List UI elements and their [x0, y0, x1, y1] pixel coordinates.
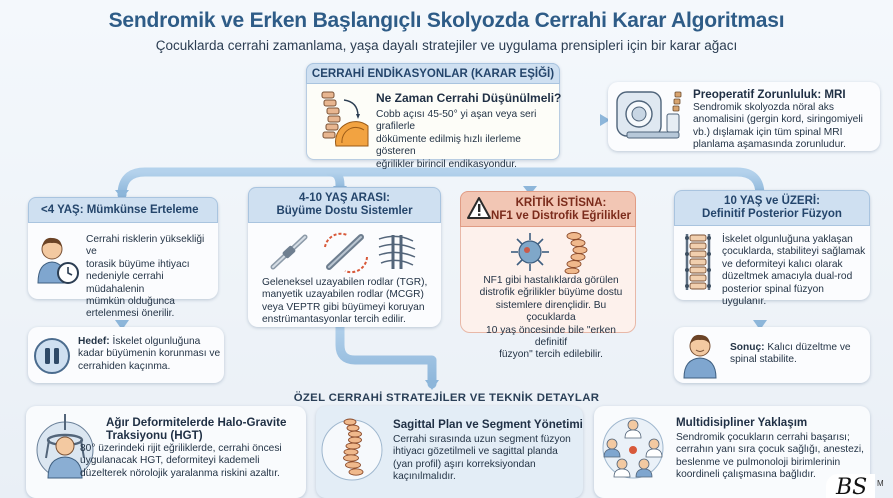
halo-body: 80° üzerindeki rijit eğriliklerde, cerra… [80, 443, 308, 480]
goal-body-line: cerrahiden kaçınma. [78, 360, 171, 372]
spine-protractor-icon [321, 91, 369, 147]
over10-body-line: çocuklarda, stabiliteyi sağlamak [722, 246, 866, 258]
mri-body-line: planlama aşamasında zorunludur. [693, 139, 846, 151]
strategies-section-title: ÖZEL CERRAHİ STRATEJİLER VE TEKNİK DETAY… [293, 392, 600, 404]
brand-logo-suffix: M [877, 479, 884, 488]
result-body-line: Kalıcı düzeltme ve [764, 342, 851, 353]
critical-body: NF1 gibi hastalıklarda görülen distrofik… [470, 275, 632, 362]
over10-body-line: ve deformiteyi kalıcı olarak [722, 258, 843, 270]
under4-body: Cerrahi risklerin yüksekliği ve torasik … [86, 234, 216, 321]
dystrophic-spine-icon [564, 232, 588, 274]
fused-spine-icon [685, 234, 711, 290]
over10-header-line2: Definitif Posterior Füzyon [702, 208, 842, 220]
under4-body-line: mümkün olduğunca [86, 296, 175, 308]
age4to10-header: 4-10 YAŞ ARASI: Büyüme Dostu Sistemler [248, 187, 441, 223]
age4to10-header-line2: Büyüme Dostu Sistemler [276, 205, 413, 217]
sagittal-body: Cerrahi sırasında uzun segment füzyon ih… [393, 434, 583, 484]
age4to10-body-line: manyetik uzayabilen rodlar (MCGR) [262, 289, 424, 301]
critical-body-line: 10 yaş öncesinde bile "erken definitif [486, 324, 616, 349]
threshold-body-line: eğrilikler birincil endikasyondur. [376, 158, 517, 170]
critical-body-line: distrofik eğrilikler büyüme dostu [479, 287, 623, 299]
multi-body-line: cerrahın yanı sıra çocuk sağlığı, aneste… [676, 444, 864, 456]
result-body-line: spinal stabilite. [730, 354, 797, 366]
brand-logo: BS [826, 474, 876, 498]
halo-traction-icon [36, 414, 94, 479]
result-label: Sonuç: [730, 342, 765, 353]
veptr-icon [378, 235, 416, 269]
result-body: Sonuç: Kalıcı düzeltme ve spinal stabili… [730, 342, 870, 367]
child-clock-icon [37, 237, 79, 284]
child-avatar-icon [683, 334, 717, 379]
critical-body-line: füzyon" tercih edilebilir. [499, 349, 603, 361]
sagittal-body-line: (yan profil) aşırı korreksiyondan [393, 458, 536, 470]
critical-body-line: NF1 gibi hastalıklarda görülen [483, 275, 619, 286]
multi-body-line: Sendromik çocukların cerrahi başarısı; [676, 432, 850, 443]
warning-icon [467, 197, 491, 219]
pause-icon [34, 338, 70, 374]
age4to10-header-line1: 4-10 YAŞ ARASI: [299, 192, 390, 204]
multi-body-line: koordineli çalışmasına bağlıdır. [676, 469, 816, 481]
age4to10-body-line: enstrümantasyonlar tercih edilir. [262, 314, 406, 326]
halo-body-line: düzelterek nörolojik yaralanma riskini a… [80, 467, 280, 479]
goal-body: Hedef: İskelet olgunluğuna kadar büyümen… [78, 336, 223, 373]
age4to10-body-line: Geleneksel uzayabilen rodlar (TGR), [262, 277, 428, 288]
cell-icon [511, 233, 549, 271]
page-title: Sendromik ve Erken Başlangıçlı Skolyozda… [108, 9, 785, 32]
over10-body-line: düzeltmek amacıyla dual-rod [722, 271, 853, 283]
under4-body-line: Cerrahi risklerin yüksekliği ve [86, 234, 205, 258]
mri-body-line: Sendromik skolyozda nöral aks [693, 102, 834, 113]
under4-header: <4 YAŞ: Mümkünse Erteleme [28, 197, 218, 223]
under4-body-line: nedeniyle cerrahi müdahalenin [86, 271, 164, 295]
mri-body-line: vb.) dışlamak için tüm spinal MRI [693, 126, 843, 138]
critical-header-line2: NF1 ve Distrofik Eğrilikler [491, 210, 631, 222]
threshold-body-line: dökümente edilmiş hızlı ilerleme göstere… [376, 133, 521, 158]
growing-rod-icon [270, 234, 308, 270]
over10-body-line: İskelet olgunluğuna yaklaşan [722, 234, 853, 245]
mri-scanner-icon [616, 91, 682, 139]
halo-title-line2: Traksiyonu (HGT) [106, 429, 203, 442]
multi-title: Multidisipliner Yaklaşım [676, 416, 808, 429]
threshold-body: Cobb açısı 45-50° yi aşan veya seri graf… [376, 109, 556, 171]
sagittal-body-line: Cerrahi sırasında uzun segment füzyon [393, 434, 571, 445]
threshold-header: CERRAHİ ENDİKASYONLAR (KARAR EŞİĞİ) [306, 63, 560, 84]
over10-body-line: posterior spinal füzyon uygulanır. [722, 283, 824, 308]
threshold-question: Ne Zaman Cerrahi Düşünülmeli? [376, 91, 562, 105]
over10-header-line1: 10 YAŞ ve ÜZERİ: [724, 195, 820, 207]
sagittal-title: Sagittal Plan ve Segment Yönetimi [393, 418, 583, 431]
sagittal-body-line: kaçınılmalıdır. [393, 471, 456, 483]
goal-body-line: kadar büyümenin korunması ve [78, 348, 221, 360]
care-team-icon [602, 417, 664, 479]
multi-body: Sendromik çocukların cerrahi başarısı; c… [676, 432, 870, 482]
halo-body-line: uygulanacak HGT, deformiteyi kademeli [80, 455, 260, 467]
nf1-icons [511, 232, 588, 274]
over10-body: İskelet olgunluğuna yaklaşan çocuklarda,… [722, 234, 870, 308]
mri-body-line: anomalisini (gergin kord, siringomiyeli [693, 114, 863, 126]
halo-title: Ağır Deformitelerde Halo-Gravite Traksiy… [106, 416, 304, 442]
over10-header: 10 YAŞ ve ÜZERİ: Definitif Posterior Füz… [674, 190, 870, 226]
mri-body: Sendromik skolyozda nöral aks anomalisin… [693, 102, 878, 152]
critical-body-line: sistemlere dirençlidir. Bu çocuklarda [495, 299, 607, 324]
goal-body-line: İskelet olgunluğuna [109, 336, 201, 347]
halo-body-line: 80° üzerindeki rijit eğriliklerde, cerra… [80, 443, 282, 454]
under4-body-line: ertelenmesi önerilir. [86, 308, 175, 320]
page-subtitle: Çocuklarda cerrahi zamanlama, yaşa dayal… [155, 38, 738, 53]
age4to10-body: Geleneksel uzayabilen rodlar (TGR), many… [262, 277, 442, 327]
threshold-body-line: Cobb açısı 45-50° yi aşan veya seri graf… [376, 109, 537, 133]
sagittal-body-line: ihtiyacı gözetilmeli ve sagittal planda [393, 446, 558, 458]
sagittal-spine-icon [321, 418, 383, 481]
goal-label: Hedef: [78, 336, 110, 347]
multi-body-line: beslenme ve pulmonoloji birimlerinin [676, 456, 841, 468]
halo-title-line1: Ağır Deformitelerde Halo-Gravite [106, 416, 287, 429]
age4to10-body-line: veya VEPTR gibi büyümeyi koruyan [262, 301, 425, 313]
under4-body-line: torasik büyüme ihtiyacı [86, 258, 190, 270]
critical-header: KRİTİK İSTİSNA: NF1 ve Distrofik Eğrilik… [460, 191, 636, 227]
magnetic-rod-icon [324, 232, 368, 274]
mri-title: Preoperatif Zorunluluk: MRI [693, 88, 846, 101]
growth-rod-icons [270, 232, 416, 274]
critical-header-line1: KRİTİK İSTİSNA: [515, 197, 607, 209]
